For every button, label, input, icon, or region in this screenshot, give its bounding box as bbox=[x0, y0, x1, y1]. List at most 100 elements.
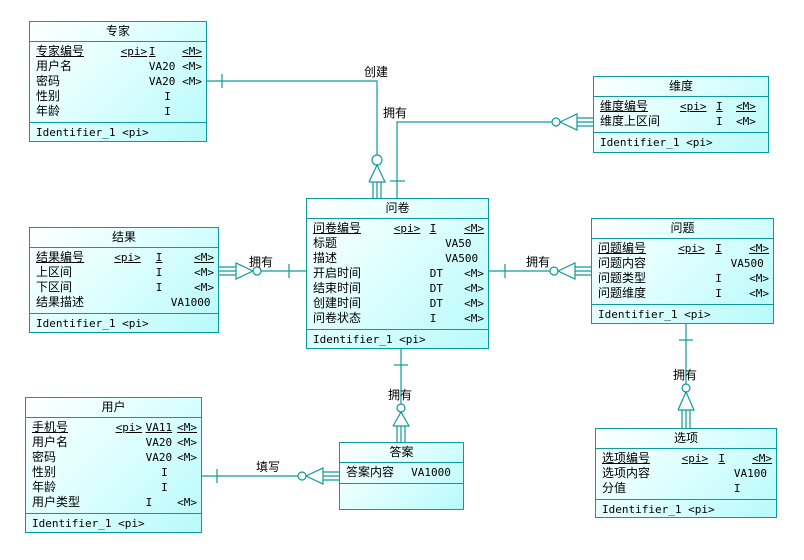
entity-title: 问卷 bbox=[307, 199, 488, 219]
attribute-type: I bbox=[715, 242, 722, 255]
attribute-name: 性别 bbox=[36, 89, 61, 103]
attribute-row[interactable]: 专家编号<pi>I<M> bbox=[36, 44, 202, 59]
attribute-row[interactable]: 问题编号<pi>I<M> bbox=[598, 241, 769, 256]
attribute-row[interactable]: 手机号<pi>VA11<M> bbox=[32, 420, 197, 435]
attribute-mandatory-flag: <M> bbox=[736, 115, 756, 128]
identifier-list: Identifier_1 <pi> bbox=[600, 136, 713, 149]
attribute-row[interactable]: 答案内容 VA1000 bbox=[346, 465, 459, 480]
attribute-row[interactable]: 结果编号<pi>I<M> bbox=[36, 250, 214, 265]
attribute-row[interactable]: 选项编号<pi>I<M> bbox=[602, 451, 772, 466]
attribute-name: 维度上区间 bbox=[600, 114, 661, 128]
attribute-mandatory-flag: <M> bbox=[749, 287, 769, 300]
identifier-list: Identifier_1 <pi> bbox=[32, 517, 145, 530]
attribute-type: VA500 bbox=[730, 257, 764, 270]
attribute-row[interactable]: 创建时间 DT <M> bbox=[313, 296, 484, 311]
attribute-pi-flag bbox=[127, 465, 161, 480]
relationship-label-has-dimension: 拥有 bbox=[383, 106, 408, 120]
link-questionnaire-answer[interactable] bbox=[392, 348, 411, 443]
attribute-row[interactable]: 维度编号<pi>I<M> bbox=[600, 99, 764, 114]
attribute-mandatory-flag: <M> bbox=[749, 242, 769, 255]
attribute-pi-flag bbox=[121, 59, 149, 74]
attribute-type: I bbox=[718, 452, 726, 465]
attribute-mandatory-flag: <M> bbox=[177, 436, 197, 449]
identifier-list bbox=[340, 484, 463, 504]
attribute-pi-flag bbox=[114, 280, 155, 295]
relationship-label-fill: 填写 bbox=[256, 460, 281, 474]
attribute-pi-flag bbox=[116, 450, 146, 465]
attribute-name: 创建时间 bbox=[313, 296, 362, 310]
link-question-option[interactable] bbox=[677, 323, 695, 428]
attribute-type: VA500 bbox=[445, 252, 479, 265]
attribute-type: I bbox=[716, 100, 723, 113]
attribute-pi-flag bbox=[116, 495, 146, 510]
attribute-type: I bbox=[155, 281, 163, 294]
attribute-row[interactable]: 描述 VA500 bbox=[313, 251, 484, 266]
attribute-name: 问题类型 bbox=[598, 271, 647, 285]
attribute-mandatory-flag: <M> bbox=[194, 266, 214, 279]
attribute-type: I bbox=[161, 481, 168, 494]
attribute-type: VA20 bbox=[148, 75, 176, 88]
attribute-type: I bbox=[148, 45, 156, 58]
link-questionnaire-result[interactable] bbox=[219, 262, 306, 280]
attribute-type: VA20 bbox=[145, 436, 173, 449]
attribute-pi-flag bbox=[394, 311, 430, 326]
attribute-type: I bbox=[429, 222, 437, 235]
attribute-mandatory-flag: <M> bbox=[182, 60, 202, 73]
attribute-type: DT bbox=[429, 297, 443, 310]
attribute-mandatory-flag: <M> bbox=[736, 100, 756, 113]
attribute-name: 选项内容 bbox=[602, 466, 651, 480]
attribute-name: 密码 bbox=[32, 450, 57, 464]
attribute-name: 描述 bbox=[313, 251, 338, 265]
attribute-mandatory-flag: <M> bbox=[464, 297, 484, 310]
attribute-mandatory-flag: <M> bbox=[182, 75, 202, 88]
attribute-name: 用户名 bbox=[36, 59, 73, 73]
attribute-name: 用户类型 bbox=[32, 495, 81, 509]
attribute-type: VA1000 bbox=[170, 296, 211, 309]
entity-title: 问题 bbox=[592, 219, 773, 239]
attribute-mandatory-flag: <M> bbox=[194, 281, 214, 294]
link-questionnaire-dimension[interactable] bbox=[390, 113, 594, 199]
attribute-pi-flag bbox=[692, 466, 734, 481]
entity-title: 选项 bbox=[596, 429, 776, 449]
attribute-row[interactable]: 问卷编号<pi>I<M> bbox=[313, 221, 484, 236]
link-questionnaire-question[interactable] bbox=[488, 262, 592, 280]
link-user-answer[interactable] bbox=[201, 467, 340, 485]
link-expert-questionnaire[interactable] bbox=[206, 74, 386, 199]
attribute-name: 答案内容 bbox=[346, 465, 395, 479]
attribute-name: 问题编号 bbox=[598, 241, 647, 255]
relationship-label-has-option: 拥有 bbox=[673, 368, 698, 382]
attribute-type: VA1000 bbox=[411, 466, 451, 479]
